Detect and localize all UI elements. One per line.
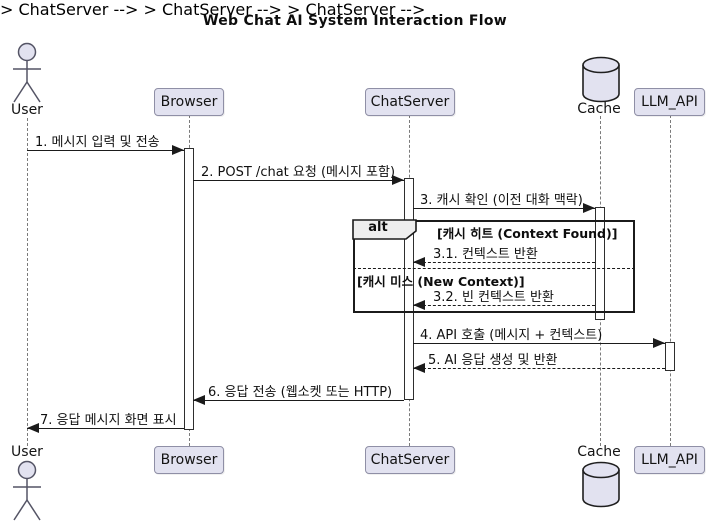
message-2-line bbox=[193, 180, 404, 181]
participant-chatserver-bottom-label: ChatServer bbox=[370, 452, 450, 468]
message-3-2-line bbox=[413, 305, 595, 306]
message-3-1-arrowhead bbox=[413, 257, 425, 267]
message-3-label: 3. 캐시 확인 (이전 대화 맥락) bbox=[420, 193, 583, 208]
participant-llm-api-top: LLM_API bbox=[634, 88, 705, 116]
database-cache-bottom-icon bbox=[581, 461, 621, 509]
activation-chatserver bbox=[404, 178, 414, 400]
lifeline-llm-api bbox=[670, 115, 671, 446]
alt-guard-hit: [캐시 히트 (Context Found)] bbox=[437, 226, 618, 241]
message-6-arrowhead bbox=[193, 395, 205, 405]
actor-user-bottom-icon bbox=[9, 460, 45, 524]
message-7-line bbox=[27, 428, 184, 429]
alt-guard-miss: [캐시 미스 (New Context)] bbox=[357, 274, 525, 289]
message-4-line bbox=[413, 343, 665, 344]
alt-fragment-divider bbox=[353, 268, 635, 269]
alt-operator-label: alt bbox=[368, 220, 388, 235]
message-1-arrowhead bbox=[172, 145, 184, 155]
participant-user-top-label: User bbox=[11, 102, 43, 118]
participant-browser-top: Browser bbox=[154, 88, 224, 116]
lifeline-user bbox=[27, 118, 28, 446]
alt-fragment bbox=[353, 220, 635, 313]
message-5-label: 5. AI 응답 생성 및 반환 bbox=[428, 353, 558, 368]
participant-browser-label: Browser bbox=[160, 94, 218, 110]
message-2-arrowhead bbox=[392, 175, 404, 185]
message-5-line bbox=[413, 368, 665, 369]
message-3-1-label: 3.1. 컨텍스트 반환 bbox=[433, 247, 538, 262]
message-1-label: 1. 메시지 입력 및 전송 bbox=[35, 135, 160, 150]
message-3-line bbox=[413, 208, 595, 209]
participant-cache-bottom-label: Cache bbox=[577, 444, 621, 460]
participant-chatserver-label: ChatServer bbox=[370, 94, 450, 110]
participant-user-bottom-label: User bbox=[11, 444, 43, 460]
message-4-label: 4. API 호출 (메시지 + 컨텍스트) bbox=[420, 328, 603, 343]
message-6-label: 6. 응답 전송 (웹소켓 또는 HTTP) bbox=[208, 385, 393, 400]
participant-browser-bottom-label: Browser bbox=[160, 452, 218, 468]
message-1-line bbox=[27, 150, 184, 151]
message-2-label: 2. POST /chat 요청 (메시지 포함) bbox=[201, 165, 396, 180]
alt-operator-tab: alt bbox=[352, 219, 418, 240]
participant-llm-api-bottom-label: LLM_API bbox=[641, 452, 698, 468]
message-3-arrowhead bbox=[583, 203, 595, 213]
actor-user-top-icon bbox=[9, 38, 45, 106]
participant-browser-bottom: Browser bbox=[154, 446, 224, 474]
message-4-arrowhead bbox=[653, 338, 665, 348]
activation-llm-api bbox=[665, 342, 675, 371]
message-3-1-line bbox=[413, 262, 595, 263]
participant-llm-api-label: LLM_API bbox=[641, 94, 698, 110]
participant-chatserver-bottom: ChatServer bbox=[365, 446, 455, 474]
message-5-arrowhead bbox=[413, 363, 425, 373]
participant-cache-top-label: Cache bbox=[577, 101, 621, 117]
message-3-2-label: 3.2. 빈 컨텍스트 반환 bbox=[433, 290, 554, 305]
activation-browser bbox=[184, 148, 194, 430]
message-7-arrowhead bbox=[27, 423, 39, 433]
database-cache-top-icon bbox=[581, 56, 621, 104]
activation-cache bbox=[595, 207, 605, 320]
message-3-2-arrowhead bbox=[413, 300, 425, 310]
participant-llm-api-bottom: LLM_API bbox=[634, 446, 705, 474]
participant-chatserver-top: ChatServer bbox=[365, 88, 455, 116]
message-6-line bbox=[193, 400, 404, 401]
message-7-label: 7. 응답 메시지 화면 표시 bbox=[40, 413, 177, 428]
diagram-title: Web Chat AI System Interaction Flow bbox=[202, 13, 508, 29]
